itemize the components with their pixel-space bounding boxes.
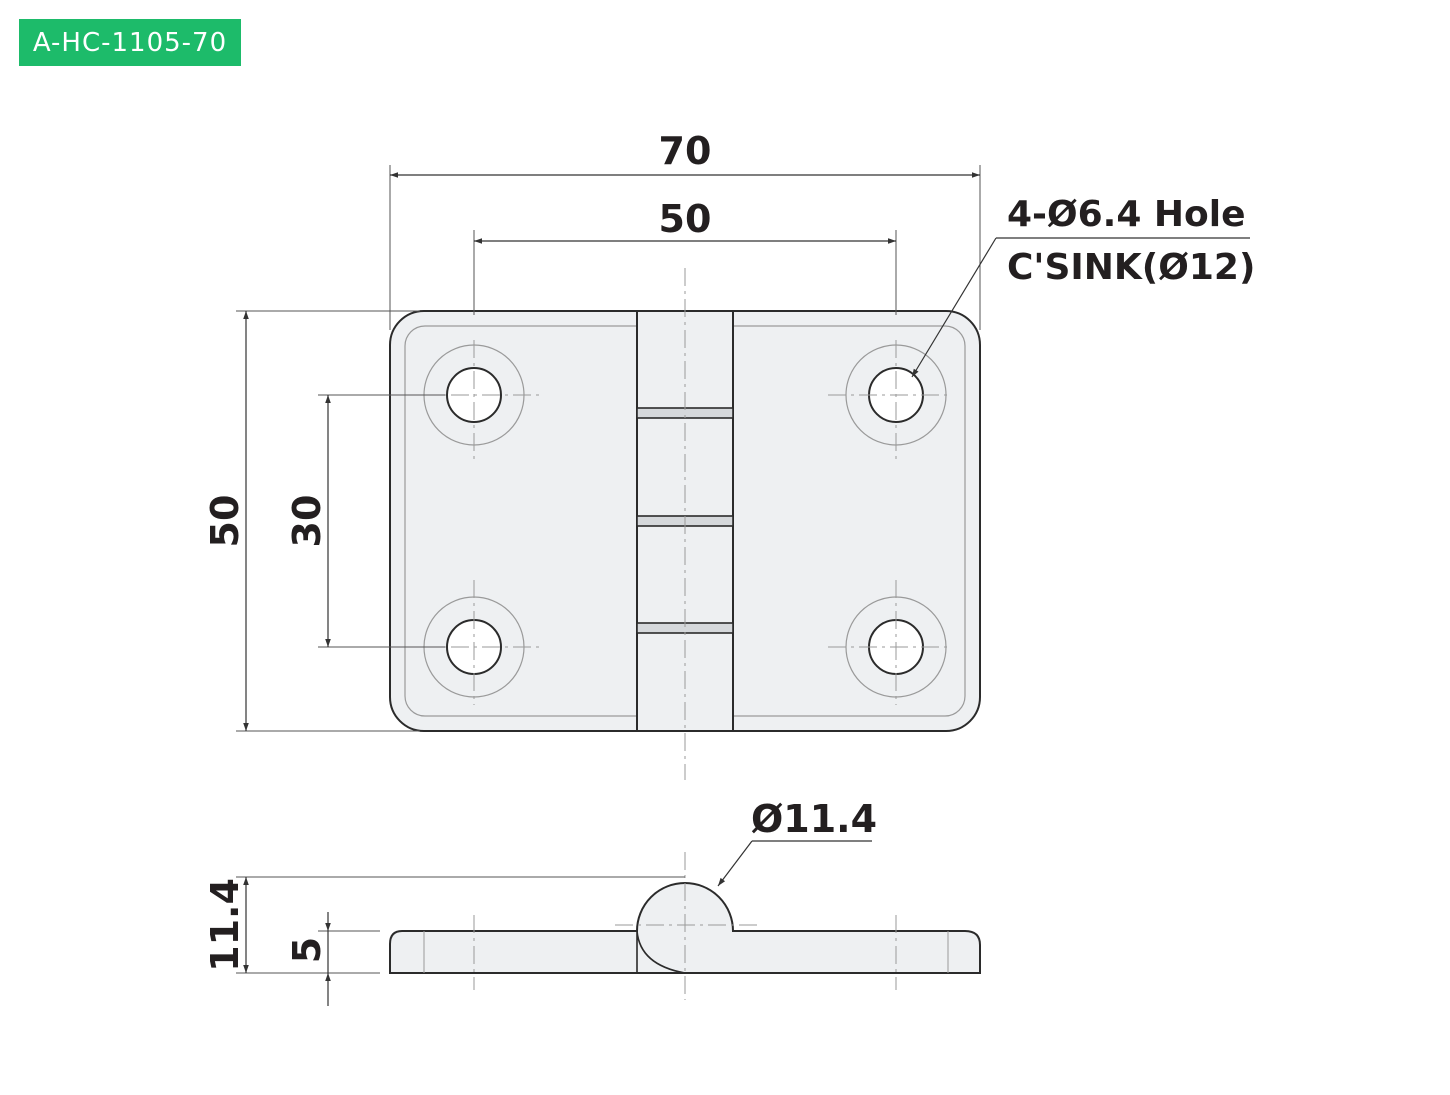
side-dimension-lines — [243, 840, 872, 1006]
top-view: 70 50 50 30 4-Ø6.4 Hole C'SINK(Ø12) — [203, 129, 1255, 780]
dim-overall-width: 70 — [659, 129, 712, 173]
side-view: 11.4 5 Ø11.4 — [203, 797, 981, 1006]
knuckle-inner-curve — [636, 930, 686, 974]
dim-hole-pitch-x: 50 — [659, 197, 712, 241]
part-number-label: A-HC-1105-70 — [32, 27, 228, 58]
extension-lines — [236, 165, 981, 732]
dim-knuckle-diameter: Ø11.4 — [751, 797, 877, 841]
hole-callout-leader — [911, 237, 1250, 378]
center-lines — [420, 268, 950, 780]
dim-plate-thickness: 5 — [285, 937, 329, 963]
dim-hole-pitch-y: 30 — [285, 495, 329, 548]
hole-callout-line2: C'SINK(Ø12) — [1007, 247, 1255, 288]
dimension-lines — [243, 172, 980, 731]
part-number-badge: A-HC-1105-70 — [19, 19, 241, 66]
dim-knuckle-height: 11.4 — [203, 878, 247, 972]
hole-callout-line1: 4-Ø6.4 Hole — [1007, 194, 1246, 235]
dim-overall-height: 50 — [203, 495, 247, 548]
